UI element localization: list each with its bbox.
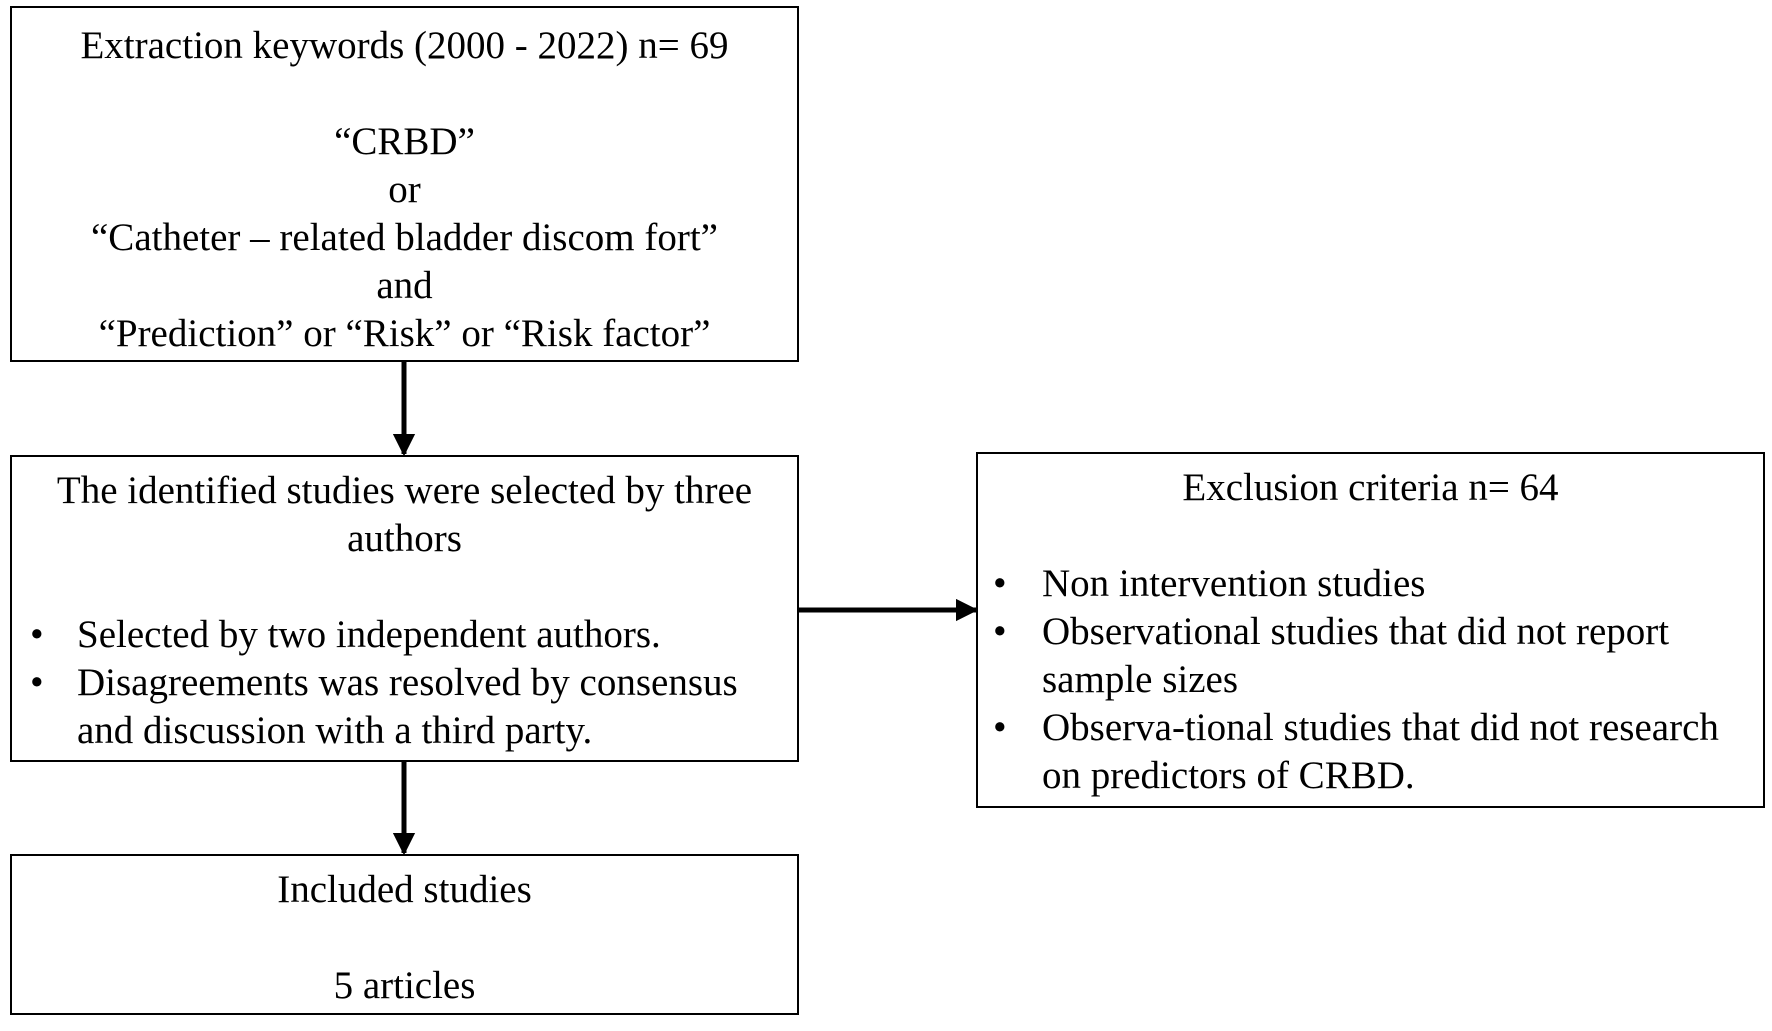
- search-keywords-box: Extraction keywords (2000 - 2022) n= 69 …: [10, 6, 799, 362]
- exclusion-criteria-box: Exclusion criteria n= 64 • Non intervent…: [976, 452, 1765, 808]
- selection-title-line1: The identified studies were selected by …: [56, 469, 753, 512]
- bullet-marker: •: [993, 706, 1007, 749]
- bullet-marker: •: [30, 661, 44, 704]
- search-keywords-title: Extraction keywords (2000 - 2022) n= 69: [80, 24, 729, 67]
- exclusion-bullet-2-line1: Observational studies that did not repor…: [1042, 610, 1670, 653]
- keyword-prediction-risk: “Prediction” or “Risk” or “Risk factor”: [98, 312, 711, 355]
- bullet-marker: •: [993, 562, 1007, 605]
- exclusion-bullet-3-line2: on predictors of CRBD.: [1042, 754, 1415, 797]
- included-count: 5 articles: [333, 964, 476, 1007]
- selection-bullet-2-line2: and discussion with a third party.: [77, 709, 593, 752]
- selection-bullet-1: Selected by two independent authors.: [77, 613, 661, 656]
- exclusion-title: Exclusion criteria n= 64: [1182, 466, 1559, 509]
- study-selection-box: The identified studies were selected by …: [10, 455, 799, 762]
- bullet-marker: •: [30, 613, 44, 656]
- keyword-crbd: “CRBD”: [334, 120, 475, 163]
- exclusion-bullet-3-line1: Observa-tional studies that did not rese…: [1042, 706, 1719, 749]
- bullet-marker: •: [993, 610, 1007, 653]
- exclusion-bullet-1: Non intervention studies: [1042, 562, 1426, 605]
- exclusion-bullet-2-line2: sample sizes: [1042, 658, 1239, 701]
- keyword-catheter: “Catheter – related bladder discom fort”: [91, 216, 718, 259]
- selection-bullet-2-line1: Disagreements was resolved by consensus: [77, 661, 738, 704]
- selection-title-line2: authors: [347, 517, 462, 560]
- keyword-and: and: [376, 264, 433, 307]
- included-studies-box: Included studies 5 articles: [10, 854, 799, 1015]
- keyword-or: or: [388, 168, 421, 211]
- included-title: Included studies: [277, 868, 532, 911]
